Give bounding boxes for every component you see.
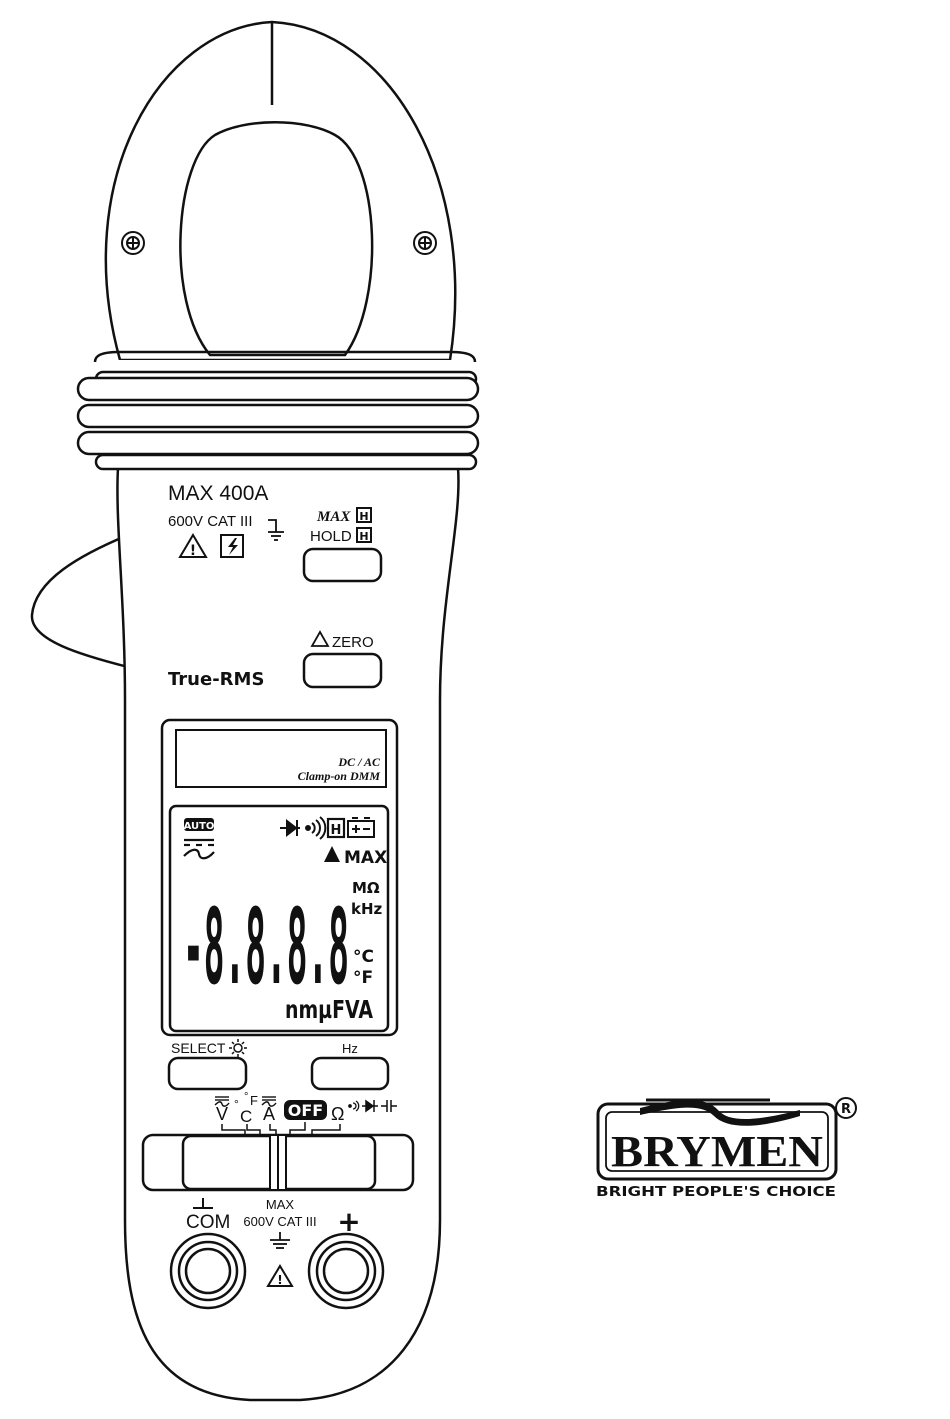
screw-right-icon: [414, 232, 436, 254]
screw-left-icon: [122, 232, 144, 254]
max-indicator: MAX: [344, 848, 387, 868]
select-button-label: SELECT: [171, 1040, 226, 1056]
celsius-unit: °C: [353, 947, 374, 967]
true-rms-label: True-RMS: [168, 669, 264, 690]
selector-c-degree: °: [234, 1097, 239, 1111]
label-panel-line2: Clamp-on DMM: [298, 769, 381, 783]
clamp-jaw: [106, 22, 455, 360]
hold-button-label: HOLD: [310, 528, 352, 545]
svg-text:R: R: [841, 1102, 851, 1117]
positive-jack[interactable]: [309, 1234, 383, 1308]
jaw-opening: [180, 122, 372, 355]
collar-rings: [78, 372, 478, 469]
rotary-selector[interactable]: [143, 1135, 413, 1190]
zero-button-label: ZERO: [332, 634, 374, 651]
svg-text:OFF: OFF: [288, 1101, 323, 1120]
brymen-logo: BRYMEN BRIGHT PEOPLE'S CHOICE: [596, 1100, 836, 1200]
select-button[interactable]: [169, 1058, 246, 1089]
svg-text:H: H: [359, 530, 368, 543]
selector-off-label: OFF: [284, 1100, 327, 1120]
selector-ohm-label: Ω: [331, 1104, 344, 1124]
brand-tagline: BRIGHT PEOPLE'S CHOICE: [596, 1185, 836, 1200]
selector-f-degree: °: [244, 1091, 248, 1103]
frequency-unit: kHz: [351, 900, 383, 918]
zero-button[interactable]: [304, 654, 381, 687]
com-jack[interactable]: [171, 1234, 245, 1308]
terminal-rating-label: 600V CAT III: [243, 1214, 316, 1229]
selector-f-label: F: [250, 1093, 258, 1108]
hz-button-label: Hz: [342, 1041, 358, 1056]
svg-text:!: !: [277, 1273, 282, 1287]
selector-a-label: A: [263, 1104, 275, 1124]
cat-rating-label: 600V CAT III: [168, 513, 253, 530]
hz-button[interactable]: [312, 1058, 388, 1089]
selector-c-label: C: [240, 1107, 252, 1126]
resistance-unit: MΩ: [352, 879, 380, 897]
max-hold-button[interactable]: [304, 549, 381, 581]
com-terminal-label: COM: [186, 1212, 230, 1233]
fahrenheit-unit: °F: [353, 968, 373, 988]
label-panel-line1: DC / AC: [337, 755, 381, 769]
auto-badge: AUTO: [184, 818, 215, 832]
svg-text:H: H: [359, 510, 368, 523]
trigger-lever: [32, 535, 132, 668]
bottom-units: nmµFVA: [285, 995, 373, 1024]
terminal-max-label: MAX: [266, 1197, 295, 1212]
svg-text:H: H: [331, 823, 342, 838]
svg-text:!: !: [190, 543, 196, 559]
brand-name: BRYMEN: [611, 1127, 823, 1176]
registered-mark-icon: R: [836, 1098, 856, 1118]
max-button-label: MAX: [316, 509, 351, 525]
lcd-digits: -8.8.8.8: [183, 886, 349, 1008]
selector-v-label: V: [216, 1104, 228, 1124]
max-current-label: MAX 400A: [168, 482, 268, 505]
svg-text:AUTO: AUTO: [184, 821, 215, 832]
